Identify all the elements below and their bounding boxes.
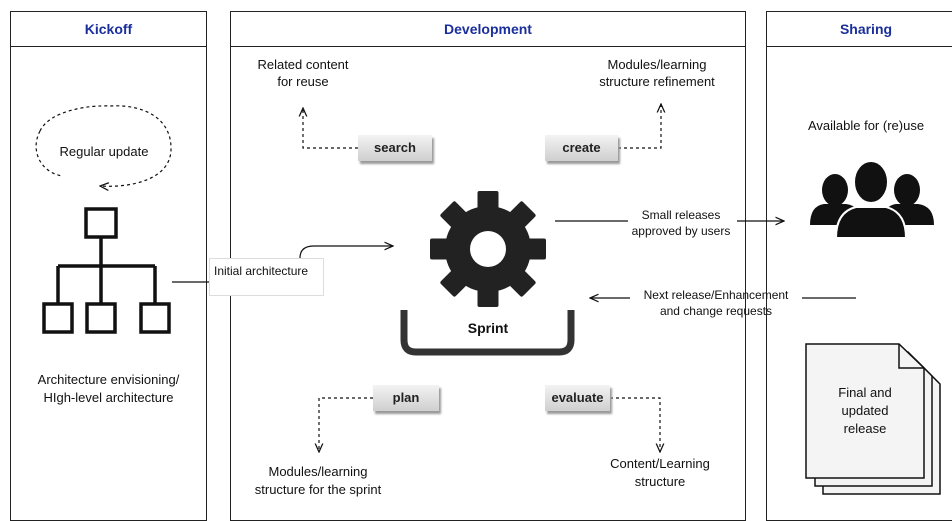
- create-result-line2: structure refinement: [599, 74, 715, 89]
- create-button[interactable]: create: [545, 135, 618, 161]
- hierarchy-icon: [42, 207, 171, 334]
- kickoff-caption-line2: HIgh-level architecture: [43, 390, 174, 405]
- plan-button[interactable]: plan: [373, 385, 439, 411]
- search-button[interactable]: search: [358, 135, 432, 161]
- search-result-line2: for reuse: [277, 74, 329, 89]
- documents-icon: [805, 343, 941, 495]
- regular-update-label: Regular update: [59, 144, 149, 159]
- small-releases-line2: approved by users: [631, 224, 731, 238]
- kickoff-title: Kickoff: [11, 12, 206, 47]
- sharing-title: Sharing: [767, 12, 952, 47]
- initial-architecture-label: Initial architecture: [209, 258, 324, 296]
- release-line2: updated: [841, 403, 889, 418]
- search-result-line1: Related content: [257, 57, 349, 72]
- evaluate-button[interactable]: evaluate: [545, 385, 610, 411]
- kickoff-caption-line1: Architecture envisioning/: [37, 372, 180, 387]
- release-line3: release: [843, 421, 887, 436]
- create-result-line1: Modules/learning: [607, 57, 707, 72]
- plan-result-line1: Modules/learning: [268, 464, 368, 479]
- next-release-line1: Next release/Enhancement: [643, 288, 789, 302]
- available-label: Available for (re)use: [807, 118, 925, 133]
- gear-icon: [430, 191, 546, 307]
- small-releases-line1: Small releases: [641, 208, 721, 222]
- sprint-label: Sprint: [467, 320, 509, 336]
- next-release-line2: and change requests: [659, 304, 773, 318]
- evaluate-result-line2: structure: [634, 474, 686, 489]
- users-icon: [810, 160, 934, 239]
- evaluate-result-line1: Content/Learning: [610, 456, 710, 471]
- release-line1: Final and: [838, 385, 892, 400]
- plan-result-line2: structure for the sprint: [254, 482, 382, 497]
- sprint-tray: [400, 310, 575, 356]
- development-title: Development: [231, 12, 745, 47]
